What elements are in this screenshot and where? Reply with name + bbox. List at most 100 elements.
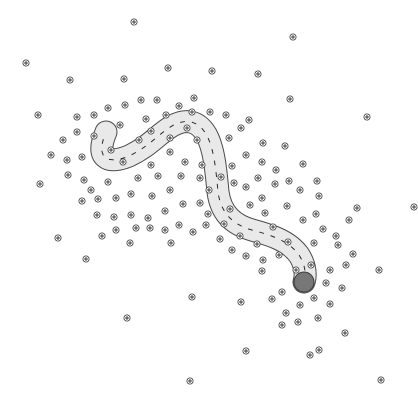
positive-counterion	[189, 294, 195, 300]
positive-counterion	[238, 125, 244, 131]
positive-counterion	[165, 65, 171, 71]
positive-counterion	[308, 262, 314, 268]
positive-counterion	[154, 97, 160, 103]
positive-counterion	[295, 319, 301, 325]
positive-counterion	[180, 201, 186, 207]
positive-counterion	[74, 129, 80, 135]
positive-counterion	[168, 240, 174, 246]
positive-counterion	[131, 19, 137, 25]
positive-counterion	[182, 159, 188, 165]
positive-counterion	[120, 159, 126, 165]
positive-counterion	[117, 122, 123, 128]
positive-counterion	[138, 97, 144, 103]
positive-counterion	[315, 315, 321, 321]
positive-counterion	[342, 330, 348, 336]
positive-counterion	[313, 211, 319, 217]
positive-counterion	[189, 109, 195, 115]
positive-counterion	[323, 280, 329, 286]
positive-counterion	[327, 301, 333, 307]
positive-counterion	[311, 240, 317, 246]
positive-counterion	[339, 285, 345, 291]
positive-counterion	[218, 174, 224, 180]
positive-counterion	[221, 221, 227, 227]
positive-counterion	[81, 177, 87, 183]
positive-counterion	[243, 348, 249, 354]
positive-counterion	[255, 175, 261, 181]
positive-counterion	[23, 60, 29, 66]
positive-counterion	[205, 211, 211, 217]
positive-counterion	[127, 240, 133, 246]
positive-counterion	[105, 105, 111, 111]
positive-counterion	[113, 195, 119, 201]
positive-counterion	[135, 175, 141, 181]
positive-counterion	[176, 222, 182, 228]
positive-counterion	[91, 133, 97, 139]
positive-counterion	[35, 112, 41, 118]
positive-counterion	[209, 68, 215, 74]
positive-counterion	[190, 229, 196, 235]
positive-counterion	[269, 296, 275, 302]
positive-counterion	[108, 147, 114, 153]
positive-counterion	[191, 95, 197, 101]
positive-counterion	[320, 226, 326, 232]
positive-counterion	[335, 242, 341, 248]
positive-counterion	[284, 203, 290, 209]
positive-counterion	[287, 96, 293, 102]
positive-counterion	[155, 173, 161, 179]
positive-counterion	[122, 102, 128, 108]
polymer-chain-body	[102, 122, 305, 282]
positive-counterion	[364, 114, 370, 120]
positive-counterion	[327, 267, 333, 273]
positive-counterion	[48, 152, 54, 158]
positive-counterion	[259, 268, 265, 274]
positive-counterion	[376, 267, 382, 273]
positive-counterion	[354, 205, 360, 211]
positive-counterion	[145, 215, 151, 221]
positive-counterion	[79, 154, 85, 160]
positive-counterion	[148, 162, 154, 168]
positive-counterion	[290, 34, 296, 40]
positive-counterion	[260, 140, 266, 146]
positive-counterion	[128, 191, 134, 197]
positive-counterion	[163, 112, 169, 118]
positive-counterion	[136, 137, 142, 143]
positive-counterion	[283, 310, 289, 316]
positive-counterion	[247, 202, 253, 208]
positive-counterion	[411, 204, 417, 210]
positive-counterion	[231, 180, 237, 186]
positive-counterion	[217, 236, 223, 242]
positive-counterion	[128, 212, 134, 218]
positive-counterion	[243, 184, 249, 190]
positive-counterion	[300, 161, 306, 167]
positive-counterion	[60, 137, 66, 143]
positive-counterion	[316, 193, 322, 199]
positive-counterion	[297, 302, 303, 308]
positive-counterion	[143, 116, 149, 122]
positive-counterion	[314, 178, 320, 184]
positive-counterion	[187, 378, 193, 384]
positive-counterion	[74, 114, 80, 120]
positive-counterion	[162, 227, 168, 233]
positive-counterion	[203, 222, 209, 228]
positive-counterion	[260, 257, 266, 263]
positive-counterion	[307, 352, 313, 358]
positive-counterion	[282, 143, 288, 149]
positive-counterion	[279, 289, 285, 295]
positive-counterion	[184, 125, 190, 131]
positive-counterion	[243, 253, 249, 259]
positive-counterion	[167, 135, 173, 141]
positive-counterion	[259, 159, 265, 165]
positive-counterion	[64, 157, 70, 163]
positive-counterion	[133, 225, 139, 231]
positive-counterion	[246, 117, 252, 123]
positive-counterion	[262, 210, 268, 216]
positive-counterion	[346, 217, 352, 223]
positive-counterion	[223, 112, 229, 118]
positive-counterion	[311, 295, 317, 301]
positive-counterion	[238, 299, 244, 305]
positive-counterion	[167, 187, 173, 193]
positive-counterion	[207, 109, 213, 115]
positive-counterion	[83, 256, 89, 262]
